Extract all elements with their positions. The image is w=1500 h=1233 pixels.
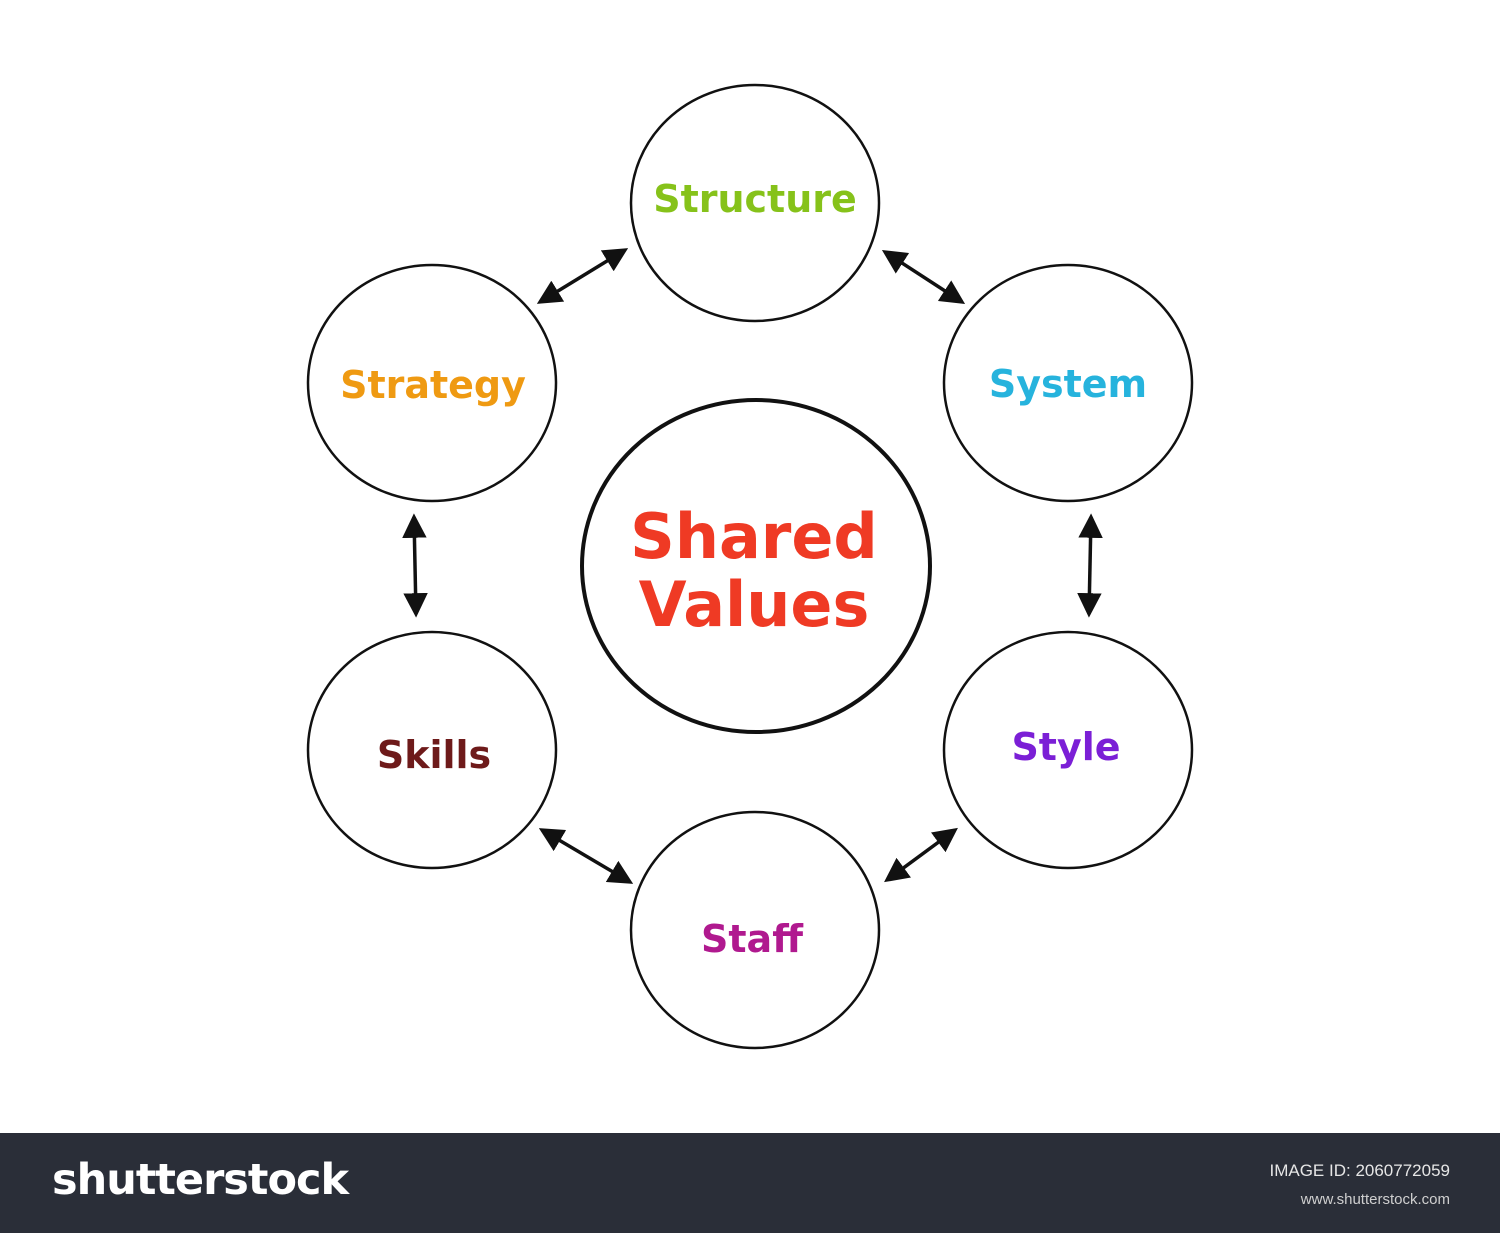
node-skills: Skills [306, 630, 558, 870]
node-style: Style [942, 630, 1194, 870]
center-circle [580, 398, 932, 734]
node-structure: Structure [629, 83, 881, 323]
node-system: System [942, 263, 1194, 503]
arrow-system-style [1077, 513, 1103, 618]
node-label-strategy: Strategy [340, 363, 526, 407]
node-label-structure: Structure [653, 177, 857, 221]
arrow-style-staff [884, 827, 958, 883]
node-label-style: Style [1011, 725, 1120, 769]
watermark-footer: shutterstock IMAGE ID: 2060772059 www.sh… [0, 1133, 1500, 1233]
node-circle [629, 83, 881, 323]
node-circle [306, 263, 558, 503]
center-node-shared-values: Shared Values [580, 398, 932, 734]
node-strategy: Strategy [306, 263, 558, 503]
arrow-strategy-structure [536, 248, 629, 304]
connectors [402, 248, 1103, 884]
node-label-skills: Skills [377, 733, 491, 777]
image-id-text: IMAGE ID: 2060772059 [1269, 1161, 1450, 1180]
site-url-text: www.shutterstock.com [1300, 1191, 1450, 1208]
center-label-line2: Values [639, 568, 870, 641]
node-circle [942, 630, 1194, 870]
shutterstock-logo: shutterstock [52, 1155, 349, 1205]
node-circle [306, 630, 558, 870]
node-label-staff: Staff [701, 917, 804, 961]
seven-s-diagram: Shared Values Structure System Style Sta… [306, 83, 1194, 1050]
node-label-system: System [989, 362, 1147, 406]
arrow-structure-system [881, 249, 966, 305]
arrow-skills-strategy [402, 513, 428, 618]
center-label-line1: Shared [630, 500, 878, 573]
node-staff: Staff [629, 810, 881, 1050]
node-circle [629, 810, 881, 1050]
arrow-staff-skills [538, 828, 634, 884]
node-circle [942, 263, 1194, 503]
